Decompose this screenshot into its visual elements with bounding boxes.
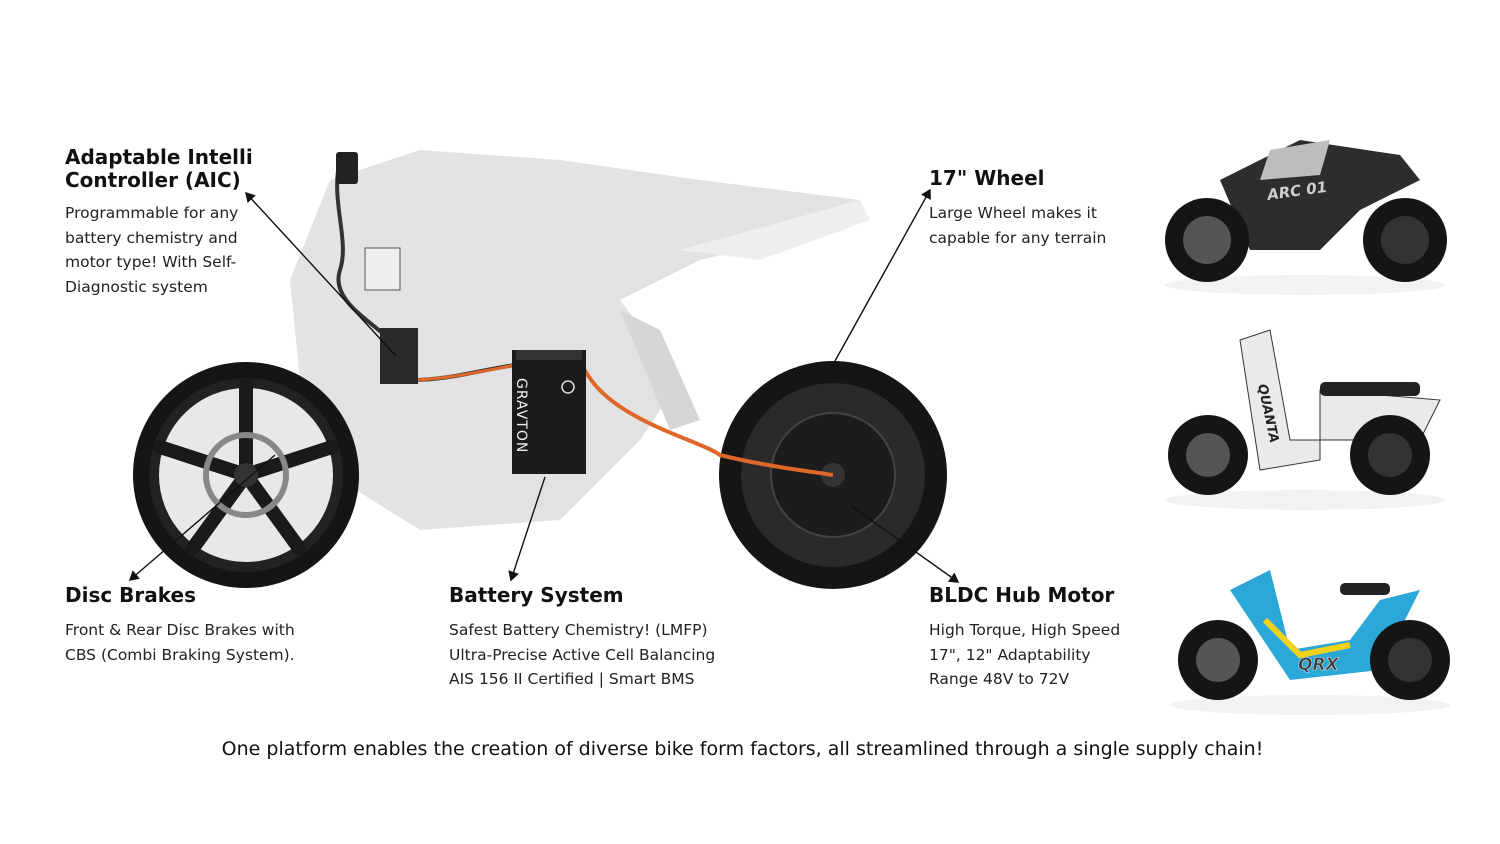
aic-description: Programmable for any battery chemistry a… — [65, 201, 238, 299]
variant-bike-arc — [1165, 140, 1447, 295]
aic-controller — [380, 328, 418, 384]
cable-front — [409, 363, 516, 382]
battery-line: AIS 156 II Certified | Smart BMS — [449, 670, 695, 688]
pointer-lines — [128, 188, 960, 583]
motor-line: 17", 12" Adaptability — [929, 645, 1091, 664]
variant-logo-qrx: QRX — [1298, 655, 1340, 675]
battery-line: Safest Battery Chemistry! (LMFP) — [449, 621, 708, 639]
wheel-description: Large Wheel makes it capable for any ter… — [929, 201, 1106, 250]
footer-caption: One platform enables the creation of div… — [221, 738, 1264, 760]
brakes-title: Disc Brakes — [65, 583, 197, 607]
wheel-line: Large Wheel makes it — [929, 204, 1097, 222]
aic-line: motor type! With Self- — [65, 253, 237, 271]
aic-title-line: Controller (AIC) — [65, 168, 241, 192]
dc-converter — [364, 247, 401, 291]
aic-title: Adaptable Intelli Controller (AIC) — [65, 146, 253, 192]
battery-description: Safest Battery Chemistry! (LMFP) Ultra-P… — [449, 618, 715, 692]
aic-title-line: Adaptable Intelli — [65, 145, 253, 169]
wheel-title: 17" Wheel — [929, 166, 1045, 190]
variant-bike-qrx — [1170, 570, 1450, 715]
wheel-line: capable for any terrain — [929, 228, 1107, 247]
battery-pack — [512, 350, 586, 474]
cable-rear — [583, 369, 834, 477]
throttle — [336, 152, 358, 184]
aic-line: Programmable for any — [65, 204, 239, 222]
motor-line: High Torque, High Speed — [929, 621, 1121, 639]
motor-line: Range 48V to 72V — [929, 670, 1070, 688]
faded-bike-frame — [290, 150, 870, 530]
disc-brake-rotor — [203, 432, 289, 518]
motor-description: High Torque, High Speed 17", 12" Adaptab… — [929, 618, 1120, 692]
brakes-line: CBS (Combi Braking System). — [65, 645, 295, 664]
aic-line: battery chemistry and — [65, 228, 238, 247]
variant-bike-quanta — [1165, 329, 1445, 510]
battery-brand-label: GRAVTON — [513, 378, 529, 453]
aic-line: Diagnostic system — [65, 277, 208, 296]
battery-title: Battery System — [449, 583, 624, 607]
motor-title: BLDC Hub Motor — [929, 583, 1115, 607]
front-wheel — [133, 362, 359, 588]
brakes-description: Front & Rear Disc Brakes with CBS (Combi… — [65, 618, 295, 667]
brakes-line: Front & Rear Disc Brakes with — [65, 621, 295, 639]
battery-line: Ultra-Precise Active Cell Balancing — [449, 645, 716, 664]
